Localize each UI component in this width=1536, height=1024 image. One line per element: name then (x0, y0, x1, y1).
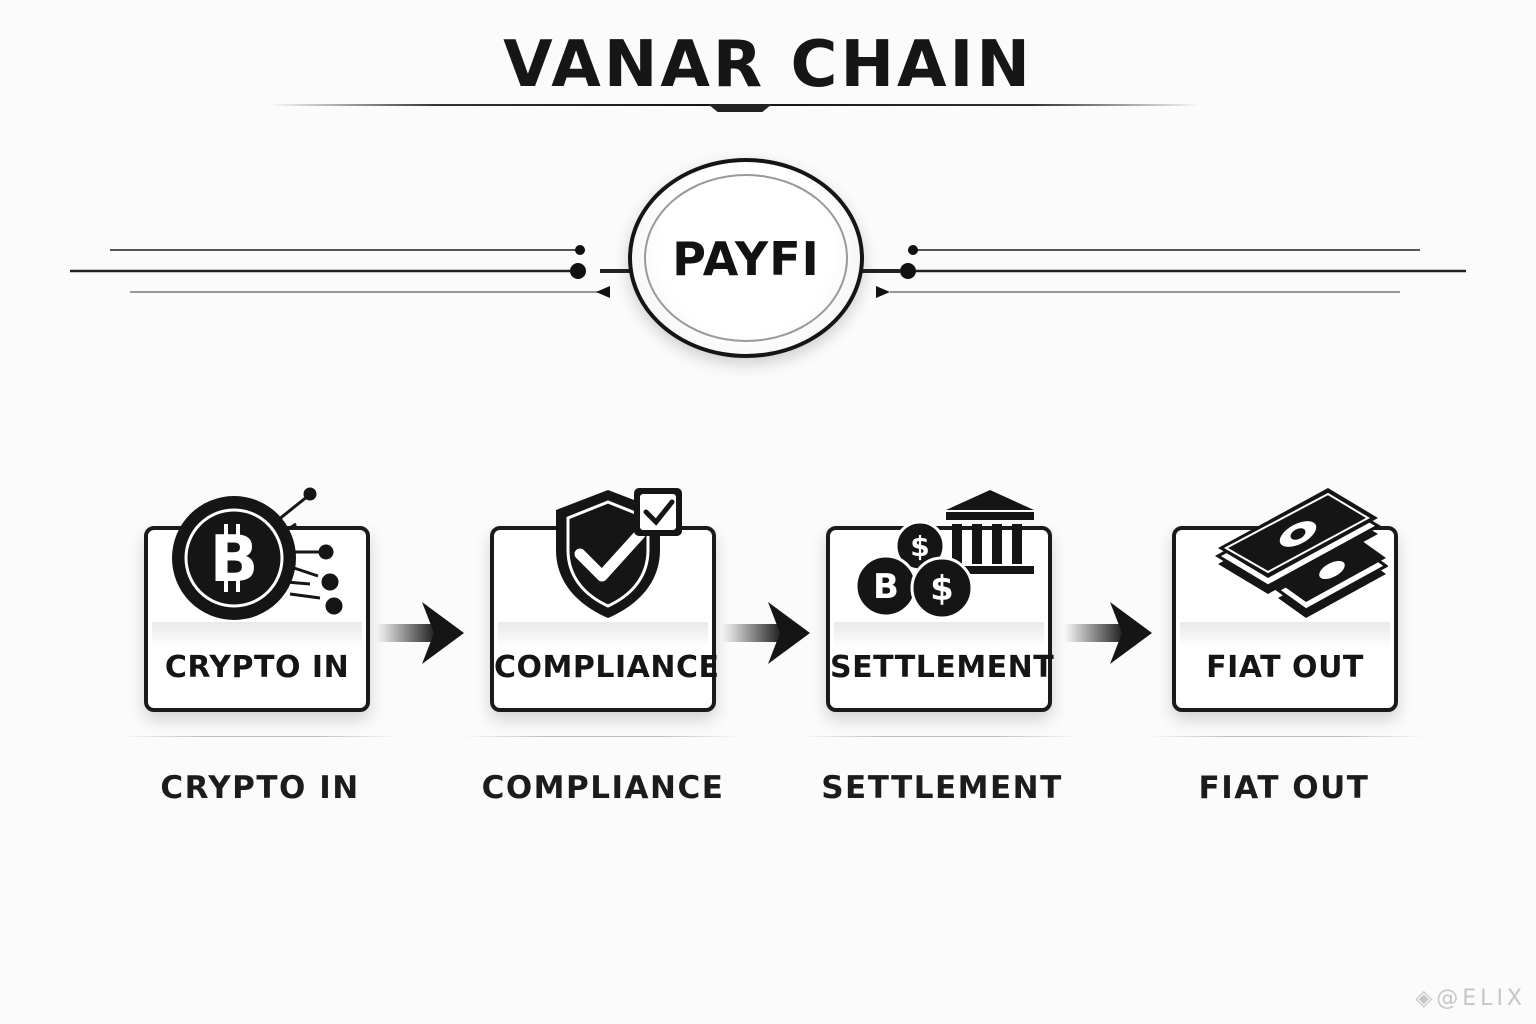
watermark-text: @ELIX (1436, 986, 1526, 1011)
connector-node (575, 245, 585, 255)
flow-arrow-1 (376, 602, 464, 664)
connector-arrowhead (596, 286, 610, 298)
step-label-fiat-out: FIAT OUT (1198, 770, 1370, 806)
diamond-logo-icon: ◈ (1415, 986, 1437, 1011)
step-label-compliance: COMPLIANCE (481, 770, 725, 806)
connector-arrowhead (876, 286, 890, 298)
step-underline (1146, 736, 1426, 737)
flow-arrow-2 (722, 602, 810, 664)
step-label-crypto-in: CRYPTO IN (160, 770, 360, 806)
bitcoin-coin-icon: B (172, 487, 343, 620)
step-underline (120, 736, 400, 737)
connector-node (900, 263, 916, 279)
step-label-settlement: SETTLEMENT (821, 770, 1063, 806)
hub-label: PAYFI (672, 232, 820, 286)
card-label: CRYPTO IN (164, 650, 350, 685)
step-underline (462, 736, 742, 737)
connector-nodes (570, 245, 918, 298)
cash-stack-icon (1214, 488, 1388, 618)
coins-bank-icon: $ B $ (854, 490, 1034, 620)
hub-inner-ring (644, 174, 848, 342)
connector-node (908, 245, 918, 255)
hub-connector-lines (70, 245, 1466, 298)
connector-node (570, 263, 586, 279)
card-label: FIAT OUT (1206, 650, 1364, 685)
bank-icon (946, 490, 1034, 574)
watermark: ◈@ELIX (1415, 986, 1526, 1011)
payfi-hub: PAYFI (628, 158, 864, 358)
svg-text:B: B (873, 567, 899, 607)
step-underline (800, 736, 1080, 737)
card-label: SETTLEMENT (830, 650, 1055, 685)
svg-text:B: B (210, 523, 259, 597)
title-divider-notch (708, 104, 772, 112)
shield-check-icon (556, 488, 682, 618)
svg-text:$: $ (930, 569, 954, 609)
svg-text:$: $ (910, 530, 929, 563)
card-label: COMPLIANCE (494, 650, 720, 685)
diagram-title: VANAR CHAIN (503, 28, 1033, 102)
flow-arrow-3 (1064, 602, 1152, 664)
